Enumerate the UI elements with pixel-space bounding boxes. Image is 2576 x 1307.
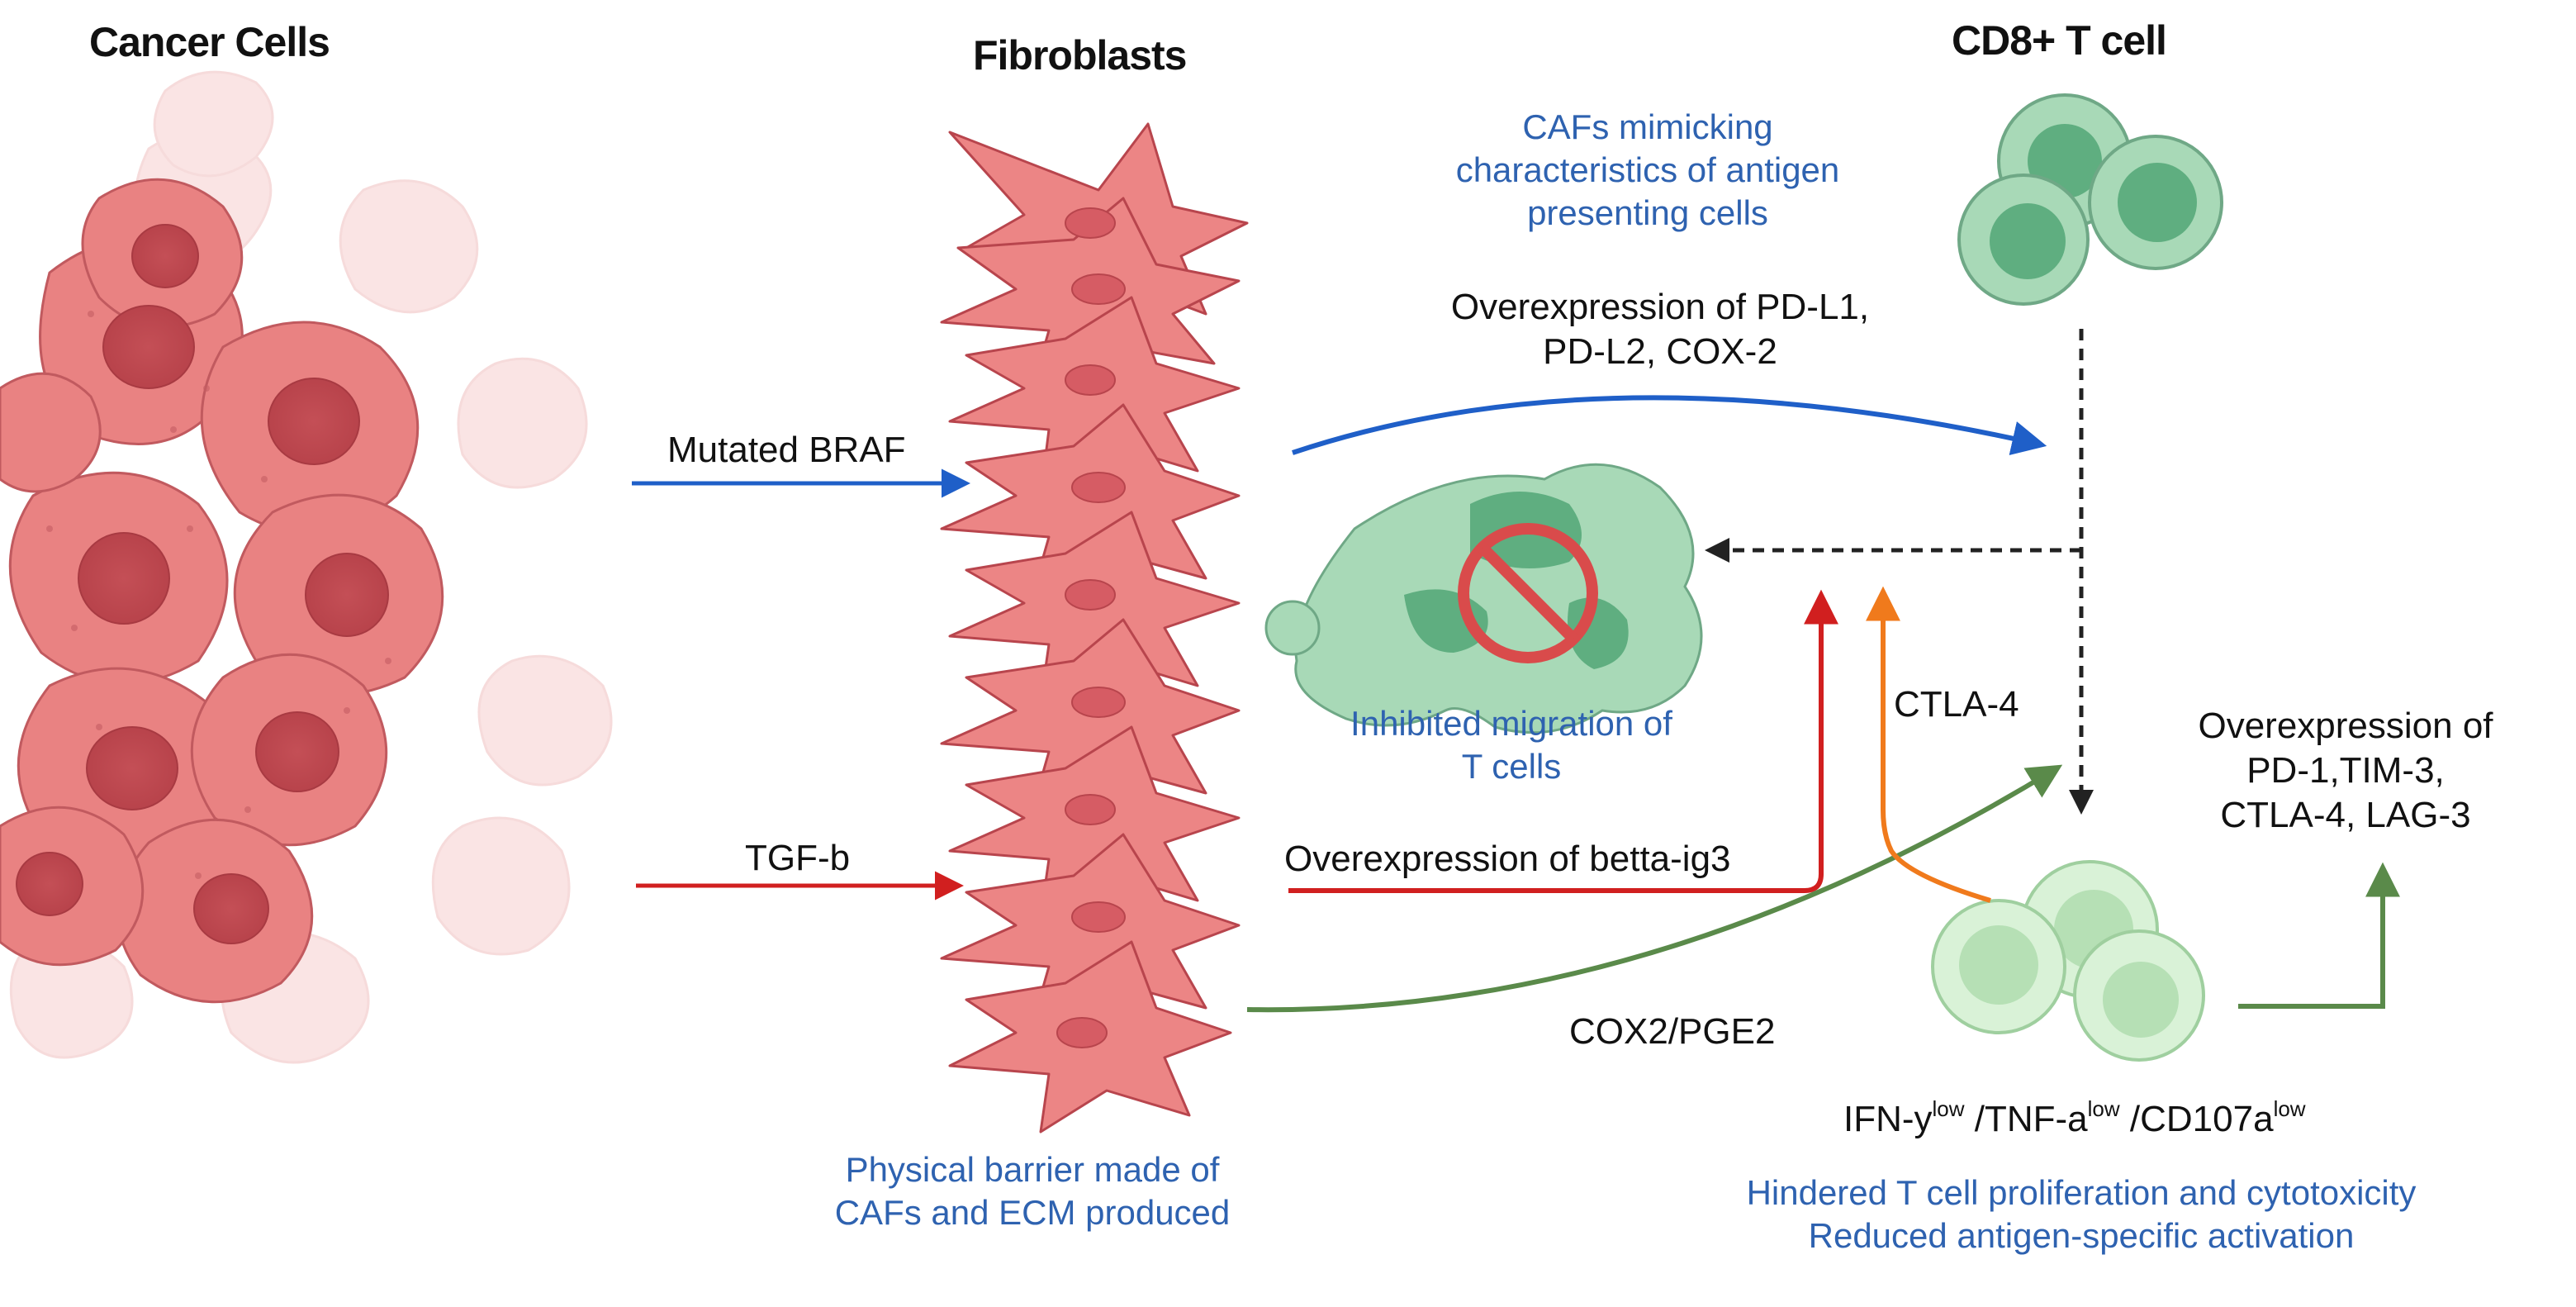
exhaustion-line-2: PD-1,TIM-3,: [2246, 750, 2445, 791]
exhaustion-markers-arrow: [2238, 862, 2400, 1009]
pdl1-arrow: [1292, 395, 2047, 456]
betta-ig3-arrow: [1288, 589, 1838, 893]
tgfb-label: TGF-b: [745, 838, 851, 878]
barrier-line-2: CAFs and ECM produced: [834, 1193, 1231, 1232]
caf-apc-line-3: presenting cells: [1527, 193, 1768, 232]
mutated-braf-label: Mutated BRAF: [667, 430, 906, 470]
fibroblast-barrier-illustration: [940, 122, 1249, 1134]
betta-ig3-label: Overexpression of betta-ig3: [1284, 839, 1731, 879]
exhaustion-line-3: CTLA-4, LAG-3: [2220, 795, 2471, 835]
exhaustion-line-1: Overexpression of: [2198, 706, 2493, 746]
pdl1-line-2: PD-L2, COX-2: [1543, 331, 1777, 372]
barrier-line-1: Physical barrier made of: [845, 1150, 1220, 1189]
tnf-label: /TNF-a: [1964, 1099, 2088, 1139]
exhaustion-markers-text: Overexpression of PD-1,TIM-3, CTLA-4, LA…: [2147, 704, 2544, 838]
cancer-cell-cluster-illustration: [0, 70, 613, 1064]
cd107a-label: /CD107a: [2119, 1099, 2274, 1139]
ifn-label: IFN-y: [1843, 1099, 1933, 1139]
inhibited-migration-text: Inhibited migration of T cells: [1288, 702, 1734, 788]
caf-apc-mimic-text: CAFs mimicking characteristics of antige…: [1400, 106, 1895, 235]
caf-apc-line-2: characteristics of antigen: [1455, 150, 1840, 189]
cd8-t-cell-cluster-illustration: [1957, 93, 2223, 306]
prohibition-icon: [1458, 523, 1598, 663]
physical-barrier-text: Physical barrier made of CAFs and ECM pr…: [793, 1148, 1272, 1234]
ctla4-arrow: [1866, 586, 1991, 903]
hindered-line-1: Hindered T cell proliferation and cytoto…: [1746, 1173, 2417, 1212]
hindered-line-2: Reduced antigen-specific activation: [1808, 1216, 2355, 1255]
inhibited-t-cells-illustration: [1264, 463, 1703, 734]
cd8-t-cell-header: CD8+ T cell: [1952, 17, 2167, 64]
cancer-cells-header: Cancer Cells: [89, 19, 330, 65]
prohibition-icon-slash: [1478, 544, 1577, 643]
inhibited-line-1: Inhibited migration of: [1350, 704, 1672, 743]
pdl1-overexpression-text: Overexpression of PD-L1, PD-L2, COX-2: [1412, 285, 1908, 374]
hindered-proliferation-text: Hindered T cell proliferation and cytoto…: [1685, 1172, 2478, 1257]
cd107a-low-sup: low: [2273, 1096, 2306, 1121]
cox2-pge2-label: COX2/PGE2: [1569, 1011, 1776, 1052]
tnf-low-sup: low: [2087, 1096, 2120, 1121]
ctla4-label: CTLA-4: [1894, 684, 2019, 725]
caf-apc-line-1: CAFs mimicking: [1522, 107, 1773, 146]
inhibited-line-2: T cells: [1461, 747, 1562, 786]
cytokine-levels-text: IFN-ylow /TNF-alow /CD107alow: [1843, 1097, 2306, 1142]
ifn-low-sup: low: [1932, 1096, 1965, 1121]
cox2-pge2-arrow: [1246, 764, 2063, 1013]
pdl1-line-1: Overexpression of PD-L1,: [1450, 287, 1870, 327]
fibroblasts-header: Fibroblasts: [973, 32, 1187, 78]
exhausted-t-cells-illustration: [1931, 860, 2205, 1062]
